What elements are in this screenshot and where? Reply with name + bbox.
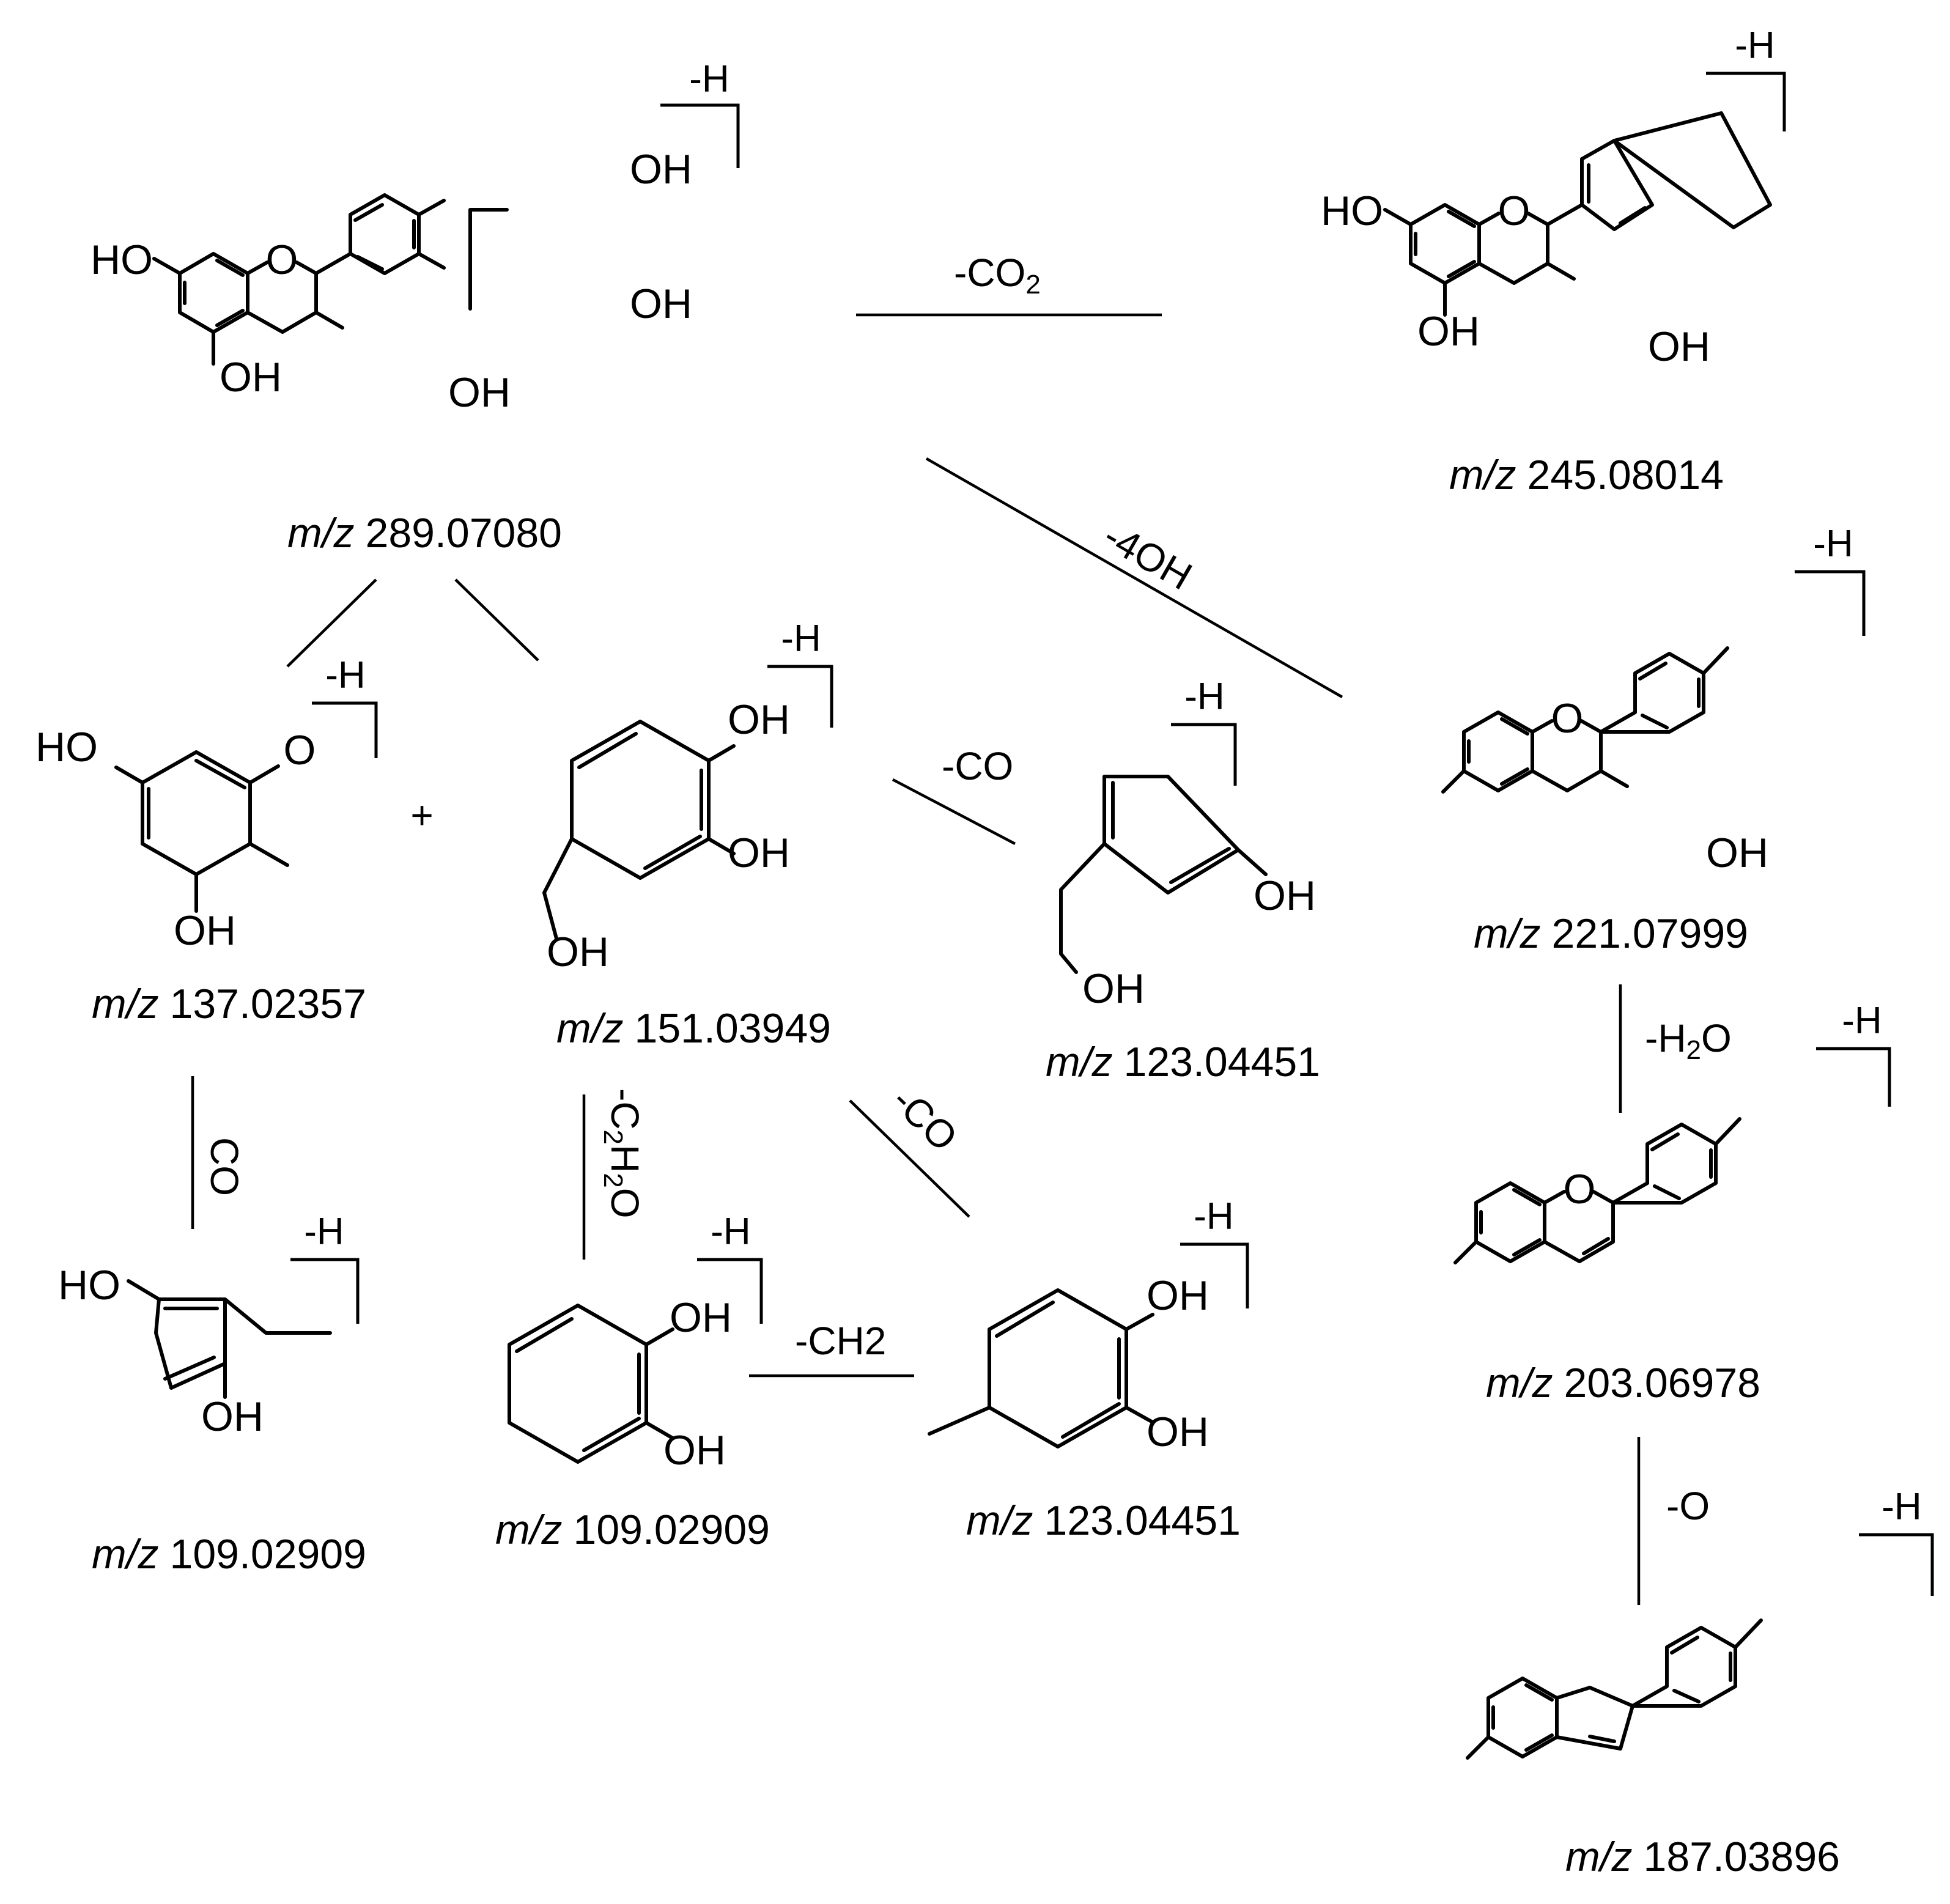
hydroxyl-label: OH — [1417, 308, 1480, 355]
charge-label: -H — [689, 58, 729, 100]
anion-bracket — [697, 1258, 763, 1324]
hydroxyl-label: OH — [728, 830, 790, 876]
arrow-label-co2: -CO2 — [954, 251, 1041, 300]
hydroxyl-label: OH — [663, 1427, 726, 1474]
carbonyl-oxygen-label: O — [284, 727, 316, 773]
ring-oxygen-label: O — [266, 237, 298, 283]
hydroxyl-label: OH — [220, 354, 282, 400]
compound-203: O — [1453, 1117, 1741, 1264]
hydroxyl-label: HO — [35, 724, 98, 770]
compound-catechin: O HO OH OH OH OH — [90, 146, 692, 416]
hydroxyl-label: OH — [201, 1393, 264, 1440]
compound-109-a: HO OH — [58, 1262, 332, 1440]
anion-bracket — [1795, 570, 1866, 636]
compound-245: O HO OH OH — [1321, 111, 1772, 370]
hydroxyl-label: OH — [1648, 323, 1710, 370]
anion-bracket — [312, 701, 378, 758]
compound-137: HO O OH — [35, 724, 316, 954]
compound-109-b: OH OH — [508, 1294, 732, 1474]
charge-label: -H — [1735, 24, 1775, 67]
hydroxyl-label: OH — [1254, 873, 1316, 919]
anion-bracket — [290, 1258, 360, 1324]
anion-bracket — [1171, 723, 1237, 786]
hydroxyl-label: OH — [547, 929, 609, 975]
ring-oxygen-label: O — [1564, 1166, 1596, 1212]
anion-bracket — [1859, 1533, 1934, 1596]
hydroxyl-label: OH — [1082, 965, 1145, 1012]
arrow-label-ch2: -CH2 — [795, 1319, 886, 1363]
hydroxyl-label: OH — [728, 696, 790, 743]
arrow-label-h2o: -H2O — [1645, 1016, 1732, 1065]
arrow-151-to-123-b — [849, 1099, 970, 1218]
charge-label: -H — [1842, 1000, 1882, 1042]
hydroxyl-label: OH — [670, 1294, 732, 1341]
hydroxyl-label: OH — [1147, 1272, 1209, 1319]
hydroxyl-label: OH — [630, 281, 692, 327]
anion-bracket — [767, 665, 833, 728]
arrow-label-o: -O — [1666, 1484, 1710, 1528]
hydroxyl-label: OH — [174, 907, 236, 954]
hydroxyl-label: OH — [630, 146, 692, 193]
compound-221: O OH — [1441, 646, 1768, 876]
charge-label: -H — [1194, 1195, 1233, 1238]
plus-sign: + — [410, 793, 433, 837]
charge-label: -H — [1184, 676, 1224, 718]
compound-151: OH OH OH — [542, 696, 790, 975]
charge-label: -H — [781, 618, 821, 660]
compound-187 — [1466, 1618, 1763, 1760]
hydroxyl-label: OH — [1706, 830, 1768, 876]
anion-bracket — [1816, 1047, 1891, 1107]
arrow-289-to-221 — [925, 457, 1343, 698]
hydroxyl-label: HO — [58, 1262, 120, 1308]
hydroxyl-label: OH — [448, 369, 511, 416]
ring-oxygen-label: O — [1498, 188, 1531, 234]
arrow-label-c2h2o: -C2H2O — [598, 1088, 647, 1219]
arrow-289-to-151 — [454, 578, 539, 662]
hydroxyl-label: HO — [1321, 188, 1383, 234]
arrow-label-co-rotated: CO — [202, 1137, 246, 1196]
arrow-151-to-123-a — [892, 778, 1016, 845]
charge-label: -H — [711, 1211, 750, 1253]
charge-label: -H — [325, 654, 365, 696]
anion-bracket — [1180, 1242, 1249, 1308]
arrow-289-to-137 — [286, 578, 377, 668]
charge-label: -H — [1813, 523, 1853, 565]
charge-label: -H — [1882, 1486, 1921, 1528]
anion-bracket — [1706, 72, 1786, 131]
ring-oxygen-label: O — [1551, 695, 1584, 742]
compound-123-a: OH OH — [1059, 775, 1316, 1012]
charge-label: -H — [304, 1211, 344, 1253]
hydroxyl-label: HO — [90, 237, 153, 283]
compound-123-b: OH OH — [928, 1272, 1209, 1455]
anion-bracket — [660, 103, 740, 168]
hydroxyl-label: OH — [1147, 1409, 1209, 1455]
arrow-label-co: -CO — [942, 744, 1013, 788]
